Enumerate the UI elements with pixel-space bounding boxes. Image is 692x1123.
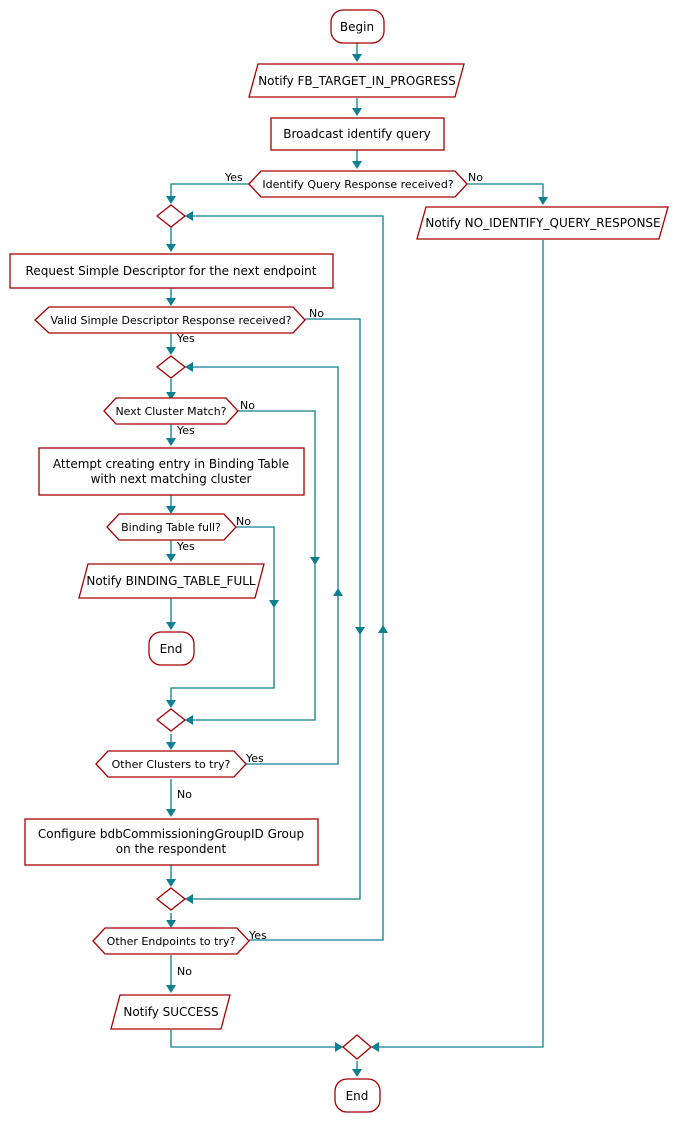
arrow-head	[185, 362, 193, 372]
edge-otherclusters-yes	[185, 366, 339, 765]
end-inner-node: End	[148, 631, 195, 666]
arrow-head	[166, 920, 176, 928]
label-valid-no: No	[309, 307, 324, 320]
label-nextcluster-yes: Yes	[176, 424, 195, 437]
attempt-label-line1: Attempt creating entry in Binding Table	[53, 457, 289, 471]
arrow-head	[166, 506, 176, 514]
arrow-head	[166, 554, 176, 562]
begin-label: Begin	[340, 20, 374, 34]
arrow-head	[538, 197, 548, 205]
arrow-head	[166, 879, 176, 887]
edge-noidentify-finalmerge	[371, 240, 544, 1048]
notify-binding-full-label: Notify BINDING_TABLE_FULL	[86, 574, 256, 588]
edges	[170, 43, 544, 1075]
branch-labels: Yes No No Yes No Yes No Yes Yes No Yes N…	[176, 171, 483, 978]
valid-simple-decision: Valid Simple Descriptor Response receive…	[34, 306, 306, 334]
arrow-head	[185, 894, 193, 904]
arrow-head	[310, 557, 320, 565]
attempt-label-line2: with next matching cluster	[91, 472, 252, 486]
broadcast-node: Broadcast identify query	[270, 117, 445, 151]
label-binding-yes: Yes	[176, 540, 195, 553]
arrow-head	[378, 625, 388, 633]
merge2-diamond	[155, 887, 187, 911]
end-final-node: End	[334, 1078, 381, 1113]
binding-full-decision: Binding Table full?	[106, 513, 237, 541]
notify-success-node: Notify SUCCESS	[110, 994, 231, 1030]
other-endpoints-decision: Other Endpoints to try?	[92, 927, 250, 955]
arrow-head	[352, 1069, 362, 1077]
label-otherendpoints-yes: Yes	[248, 929, 267, 942]
label-otherclusters-yes: Yes	[245, 752, 264, 765]
arrow-head	[371, 1042, 379, 1052]
arrow-head	[355, 627, 365, 635]
edge-success-finalmerge	[170, 1030, 343, 1048]
edge-valid-no	[185, 318, 361, 900]
identify-decision: Identify Query Response received?	[248, 170, 468, 198]
next-cluster-decision-label: Next Cluster Match?	[115, 405, 226, 418]
label-valid-yes: Yes	[176, 332, 195, 345]
configure-label-line2: on the respondent	[116, 842, 227, 856]
label-otherclusters-no: No	[177, 788, 192, 801]
label-nextcluster-no: No	[240, 399, 255, 412]
notify-no-identify-node: Notify NO_IDENTIFY_QUERY_RESPONSE	[416, 206, 669, 240]
notify-success-label: Notify SUCCESS	[123, 1005, 218, 1019]
arrow-head	[335, 1042, 343, 1052]
next-cluster-decision: Next Cluster Match?	[103, 397, 239, 425]
broadcast-label: Broadcast identify query	[283, 127, 431, 141]
arrow-head	[269, 600, 279, 608]
arrow-head	[166, 438, 176, 446]
other-clusters-decision: Other Clusters to try?	[95, 750, 247, 778]
arrow-head	[166, 700, 176, 708]
arrow-head	[166, 196, 176, 204]
arrow-head	[166, 742, 176, 750]
edge-otherendpoints-yes	[185, 215, 384, 941]
arrow-head	[333, 588, 343, 596]
arrow-head	[352, 54, 362, 62]
outer-loop-diamond	[155, 204, 187, 228]
arrow-head	[166, 809, 176, 817]
arrow-head	[352, 108, 362, 116]
label-identify-no: No	[468, 171, 483, 184]
arrow-head	[166, 347, 176, 355]
arrow-head	[166, 392, 176, 400]
configure-node: Configure bdbCommissioningGroupID Group …	[24, 818, 319, 866]
arrow-head	[352, 161, 362, 169]
binding-full-decision-label: Binding Table full?	[121, 521, 221, 534]
edge-binding-no	[170, 526, 275, 706]
label-identify-yes: Yes	[224, 171, 243, 184]
request-simple-label: Request Simple Descriptor for the next e…	[26, 264, 317, 278]
notify-in-progress-label: Notify FB_TARGET_IN_PROGRESS	[258, 74, 456, 88]
notify-in-progress-node: Notify FB_TARGET_IN_PROGRESS	[248, 63, 465, 98]
end-final-label: End	[346, 1089, 369, 1103]
request-simple-node: Request Simple Descriptor for the next e…	[9, 253, 334, 289]
begin-node: Begin	[330, 9, 385, 44]
arrowheads	[166, 54, 548, 1077]
edge-identify-yes	[170, 183, 249, 202]
notify-binding-full-node: Notify BINDING_TABLE_FULL	[78, 563, 265, 599]
valid-simple-decision-label: Valid Simple Descriptor Response receive…	[50, 314, 291, 327]
arrow-head	[166, 244, 176, 252]
final-merge-diamond	[342, 1034, 372, 1060]
identify-decision-label: Identify Query Response received?	[262, 178, 453, 191]
arrow-head	[166, 985, 176, 993]
arrow-head	[185, 715, 193, 725]
attempt-node: Attempt creating entry in Binding Table …	[38, 447, 305, 496]
inner-loop-diamond	[155, 355, 187, 379]
edge-identify-no	[467, 183, 544, 203]
edge-nextcluster-no	[185, 410, 316, 721]
arrow-head	[185, 211, 193, 221]
label-otherendpoints-no: No	[177, 965, 192, 978]
other-endpoints-decision-label: Other Endpoints to try?	[107, 935, 236, 948]
merge1-diamond	[155, 708, 187, 732]
notify-no-identify-label: Notify NO_IDENTIFY_QUERY_RESPONSE	[425, 216, 660, 230]
end-inner-label: End	[160, 642, 183, 656]
arrow-head	[166, 622, 176, 630]
configure-label-line1: Configure bdbCommissioningGroupID Group	[38, 827, 304, 841]
arrow-head	[166, 298, 176, 306]
label-binding-no: No	[236, 515, 251, 528]
other-clusters-decision-label: Other Clusters to try?	[112, 758, 231, 771]
